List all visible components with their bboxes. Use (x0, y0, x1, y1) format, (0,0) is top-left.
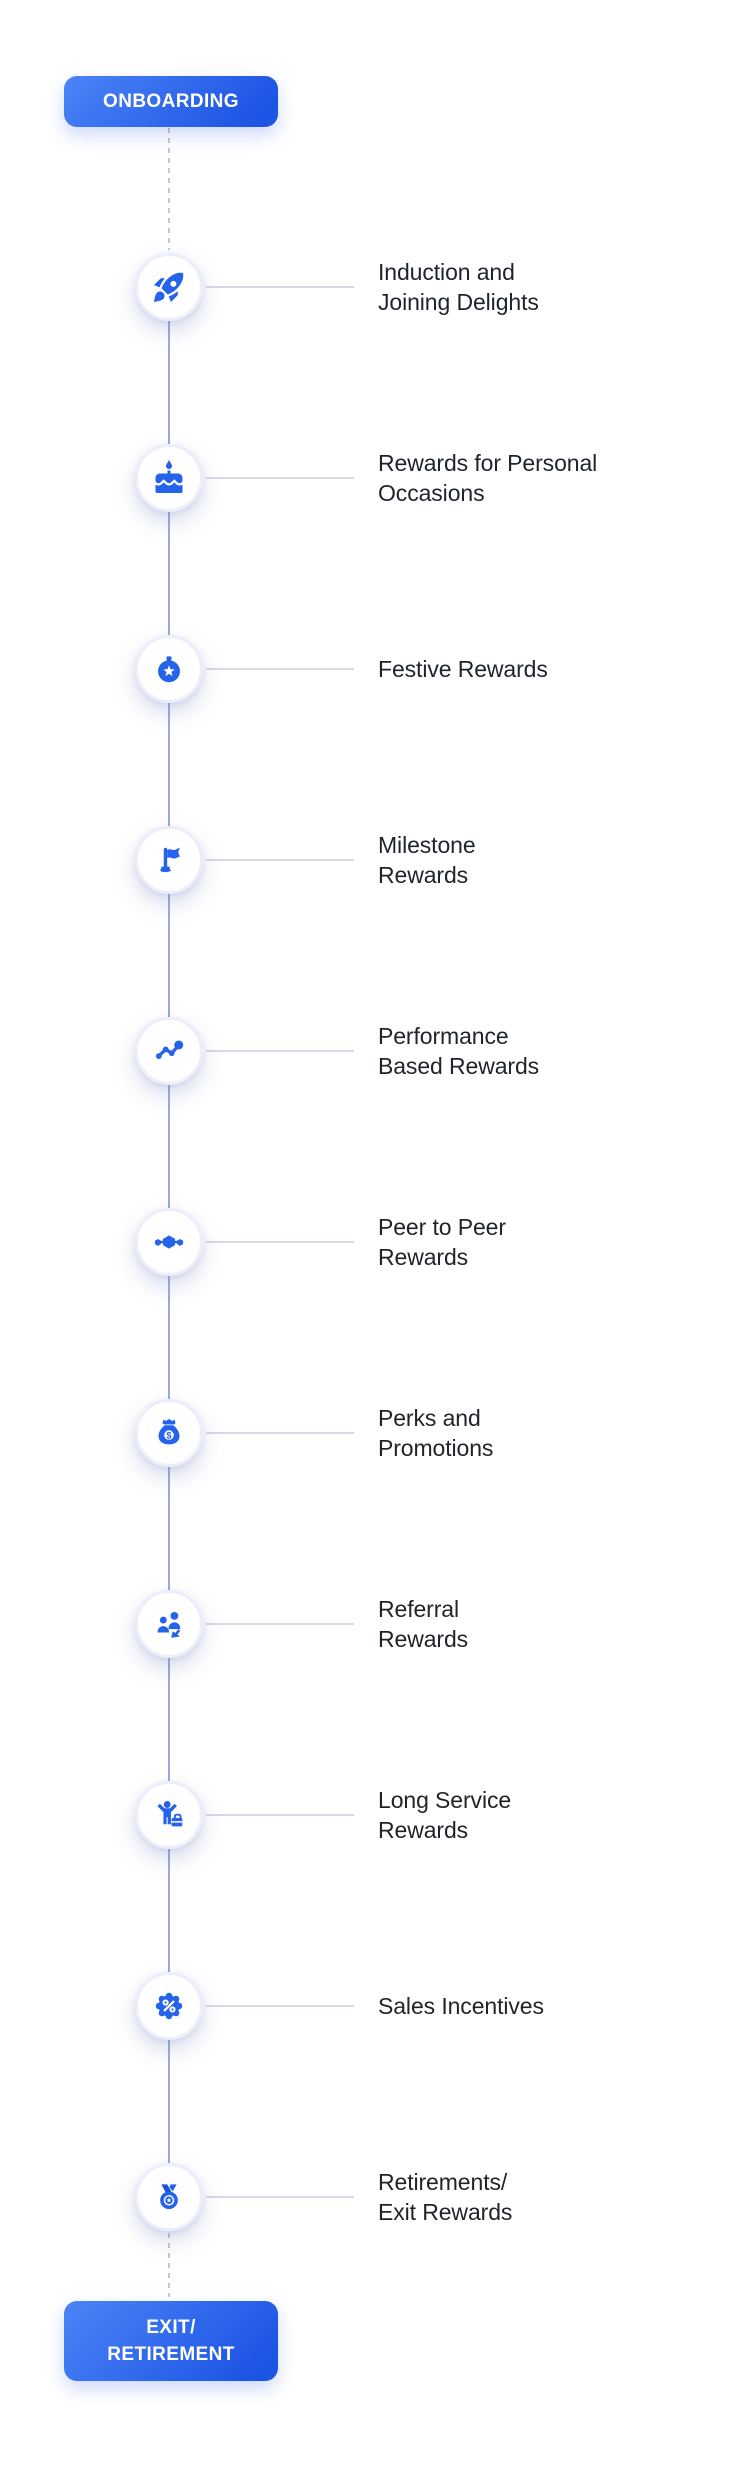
timeline-item: Milestone Rewards (0, 812, 733, 908)
timeline-item: Referral Rewards (0, 1576, 733, 1672)
timeline-item: Sales Incentives (0, 1958, 733, 2054)
milestone-flag-icon (160, 847, 180, 873)
dashed-line-top (168, 128, 170, 250)
node-label: Retirements/ Exit Rewards (378, 2169, 513, 2225)
connector-line (206, 1814, 354, 1816)
connector-line (206, 1241, 354, 1243)
connector-line (206, 2005, 354, 2007)
node-label: Festive Rewards (378, 656, 548, 682)
dashed-line-bottom (168, 2233, 170, 2297)
node-circle (135, 444, 203, 512)
onboarding-stage-pill: ONBOARDING (64, 76, 278, 127)
node-circle (135, 1017, 203, 1085)
timeline-item: Induction and Joining Delights (0, 239, 733, 335)
celebrating-person-icon (157, 1801, 183, 1827)
node-circle (135, 1972, 203, 2040)
timeline-item: Performance Based Rewards (0, 1003, 733, 1099)
node-label: Referral Rewards (378, 1596, 469, 1652)
node-label: Long Service Rewards (378, 1787, 512, 1843)
node-label: Perks and Promotions (378, 1405, 494, 1461)
timeline-item: Peer to Peer Rewards (0, 1194, 733, 1290)
connector-line (206, 1050, 354, 1052)
referral-people-icon (157, 1612, 181, 1638)
timeline-item: Rewards for Personal Occasions (0, 430, 733, 526)
svg-text:$: $ (166, 1430, 172, 1440)
connector-line (206, 1432, 354, 1434)
percent-badge-icon (155, 1992, 183, 2020)
node-label: Induction and Joining Delights (378, 259, 539, 315)
medal-icon (160, 2184, 178, 2210)
node-label: Rewards for Personal Occasions (378, 450, 598, 506)
connector-line (206, 477, 354, 479)
rocket-icon (154, 272, 184, 302)
peer-network-icon (154, 1235, 184, 1249)
node-label: Peer to Peer Rewards (378, 1214, 506, 1270)
exit-label-line1: EXIT/ (146, 2317, 196, 2338)
node-circle (135, 1781, 203, 1849)
timeline-item: Festive Rewards (0, 621, 733, 717)
node-circle (135, 635, 203, 703)
node-label: Sales Incentives (378, 1993, 544, 2019)
birthday-cake-icon (155, 460, 183, 493)
node-circle (135, 826, 203, 894)
trend-chart-icon (155, 1040, 184, 1059)
node-label: Milestone Rewards (378, 832, 476, 888)
exit-retirement-stage-pill: EXIT/ RETIREMENT (64, 2301, 278, 2381)
node-circle (135, 1208, 203, 1276)
connector-line (206, 1623, 354, 1625)
timeline-item: Long Service Rewards (0, 1767, 733, 1863)
connector-line (206, 859, 354, 861)
node-circle (135, 253, 203, 321)
node-circle (135, 1590, 203, 1658)
node-circle: $ (135, 1399, 203, 1467)
connector-line (206, 2196, 354, 2198)
festive-bauble-icon (158, 656, 180, 683)
exit-label-line2: RETIREMENT (107, 2344, 235, 2365)
timeline-item: $ Perks and Promotions (0, 1385, 733, 1481)
timeline-item: Retirements/ Exit Rewards (0, 2149, 733, 2245)
money-bag-icon: $ (158, 1419, 180, 1445)
node-label: Performance Based Rewards (378, 1023, 540, 1079)
connector-line (206, 286, 354, 288)
connector-line (206, 668, 354, 670)
onboarding-label: ONBOARDING (103, 90, 239, 112)
node-circle (135, 2163, 203, 2231)
